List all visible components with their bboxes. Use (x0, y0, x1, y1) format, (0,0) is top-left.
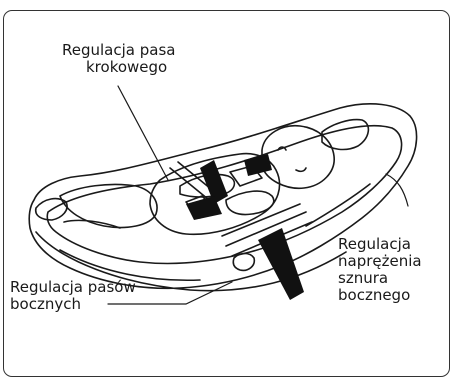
side-straps-label-line-2: bocznych (10, 296, 136, 313)
crotch-strap-adjustment-label: Regulacja pasa krokowego (62, 42, 175, 76)
side-cord-tension-adjustment-label: Regulacja naprężenia sznura bocznego (338, 236, 422, 304)
side-straps-adjustment-label: Regulacja pasów bocznych (10, 279, 136, 313)
side-tension-label-line-2: naprężenia (338, 253, 422, 270)
crotch-label-line-2: krokowego (62, 59, 175, 76)
side-strap-adjuster (233, 254, 254, 271)
side-straps-label-line-1: Regulacja pasów (10, 279, 136, 296)
side-tension-label-line-1: Regulacja (338, 236, 422, 253)
head-pad (322, 120, 368, 150)
side-strap-band (258, 228, 304, 300)
side-cord-leader-line (386, 174, 408, 206)
crotch-leader-line (118, 86, 168, 180)
crotch-label-line-1: Regulacja pasa (62, 42, 175, 59)
side-tension-label-line-3: sznura (338, 270, 422, 287)
baby-head (262, 126, 334, 189)
side-tension-label-line-4: bocznego (338, 287, 422, 304)
